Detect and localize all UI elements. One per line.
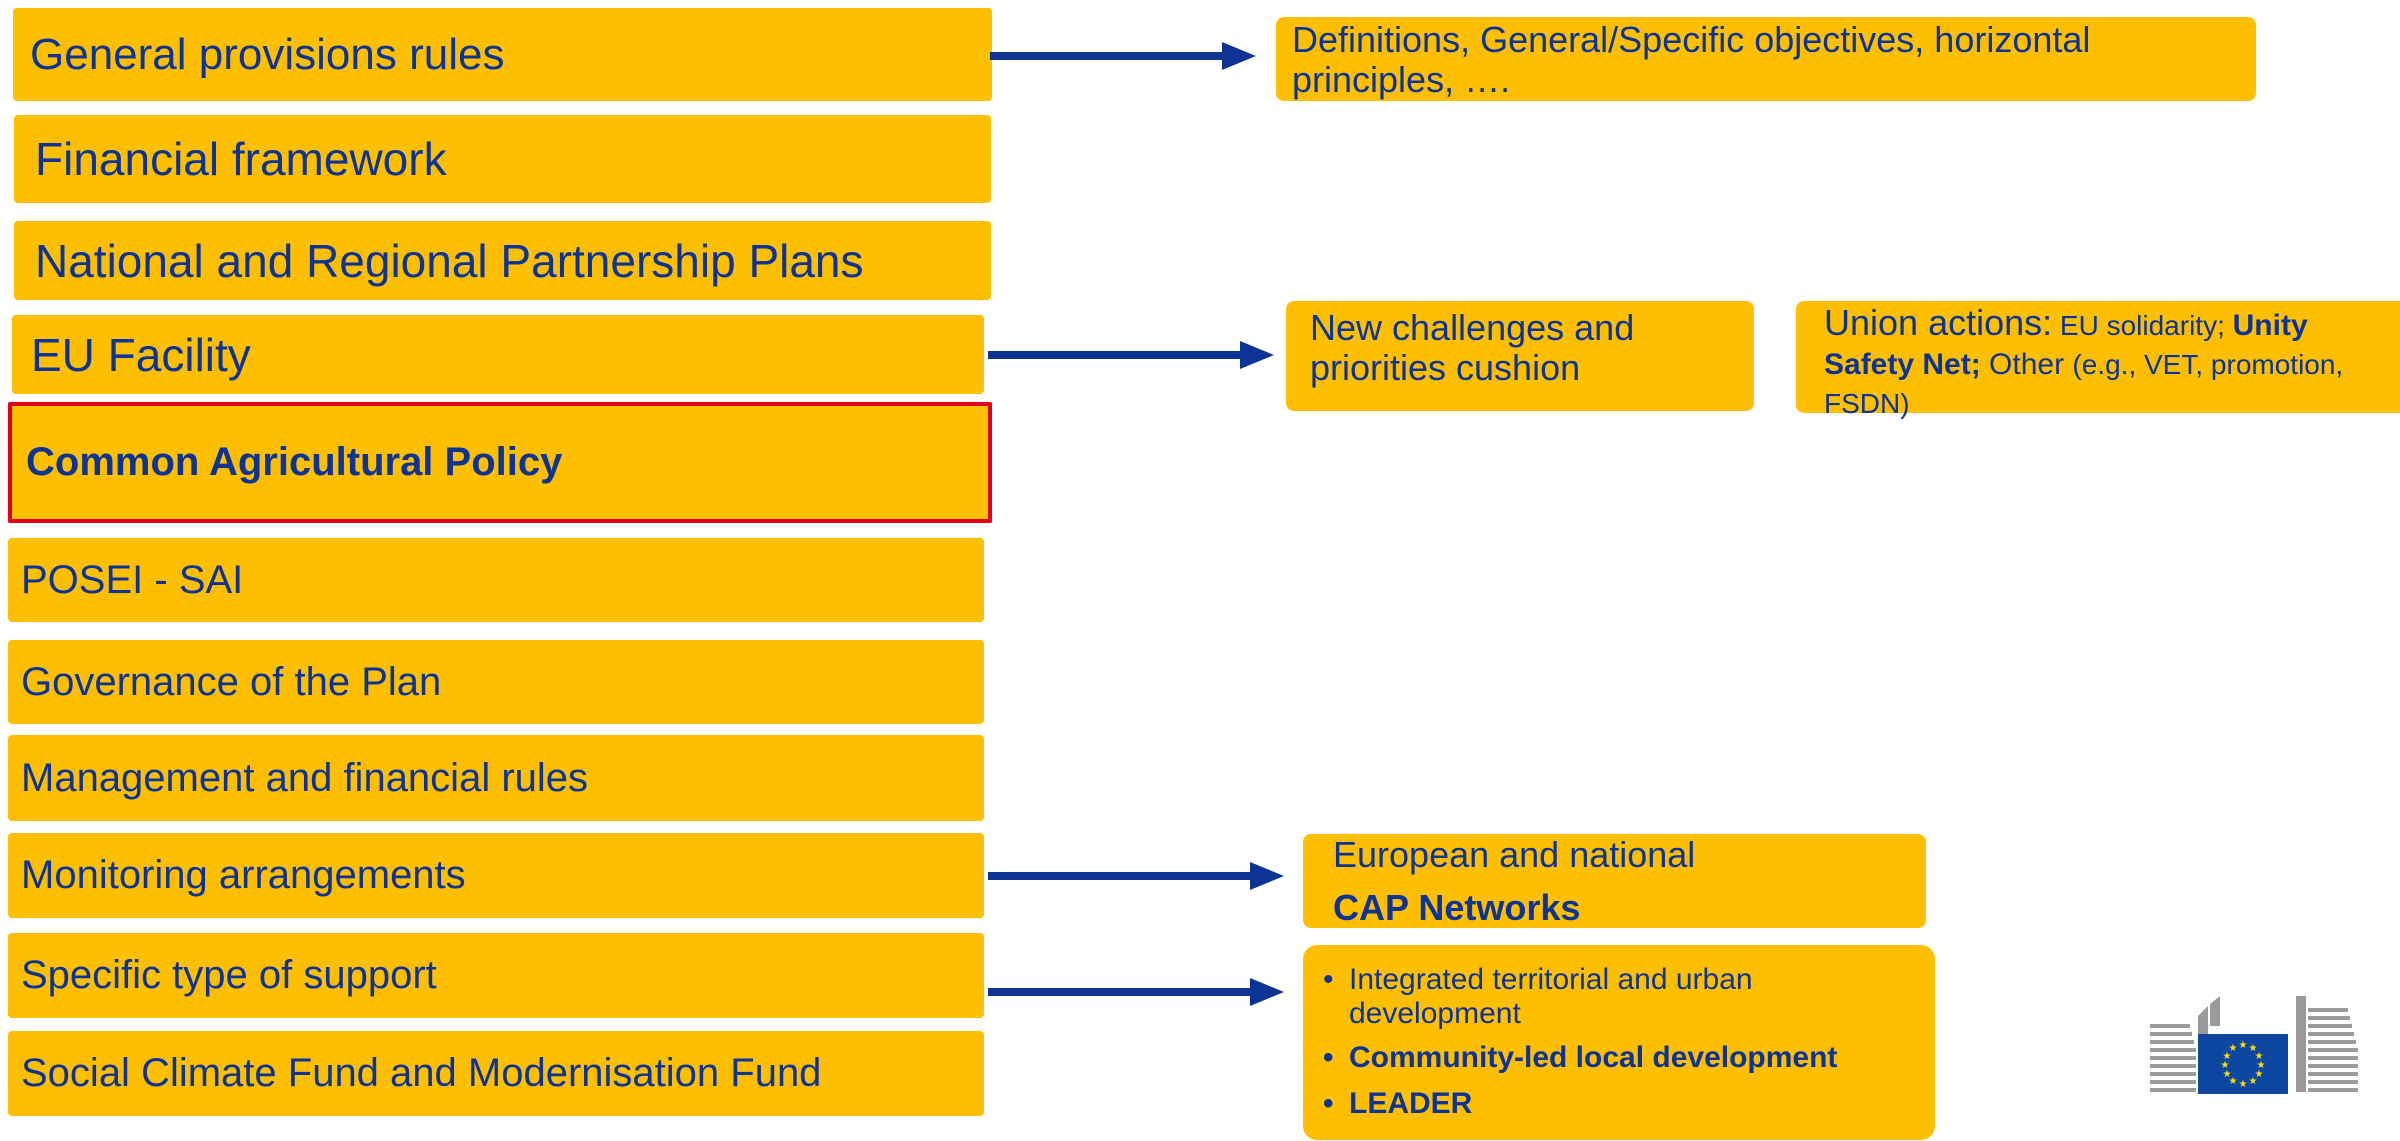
item-general-provisions-rules[interactable]: General provisions rules: [13, 8, 992, 101]
item-governance-of-the-plan[interactable]: Governance of the Plan: [8, 640, 984, 724]
item-label: Social Climate Fund and Modernisation Fu…: [21, 1051, 822, 1095]
item-label: EU Facility: [31, 328, 251, 381]
item-social-climate-fund[interactable]: Social Climate Fund and Modernisation Fu…: [8, 1031, 984, 1116]
support-bullet-list: Integrated territorial and urban develop…: [1313, 963, 1925, 1121]
union-actions-text-1: EU solidarity;: [2052, 310, 2233, 341]
item-national-regional-partnership-plans[interactable]: National and Regional Partnership Plans: [14, 221, 991, 300]
svg-text:★: ★: [2239, 1040, 2248, 1051]
svg-text:★: ★: [2229, 1076, 2238, 1087]
item-common-agricultural-policy[interactable]: Common Agricultural Policy: [8, 402, 992, 523]
cap-networks-box: European and national CAP Networks: [1303, 834, 1926, 928]
item-label: Governance of the Plan: [21, 659, 442, 704]
item-monitoring-arrangements[interactable]: Monitoring arrangements: [8, 833, 984, 918]
svg-text:★: ★: [2229, 1043, 2238, 1054]
general-provisions-detail-text: Definitions, General/Specific objectives…: [1292, 19, 2091, 100]
arrow-general-provisions: [990, 42, 1256, 70]
svg-text:★: ★: [2255, 1051, 2264, 1062]
item-label: Financial framework: [35, 133, 447, 185]
bullet-community-led: Community-led local development: [1313, 1041, 1925, 1075]
svg-text:★: ★: [2239, 1079, 2248, 1090]
item-financial-framework[interactable]: Financial framework: [14, 115, 991, 203]
svg-text:★: ★: [2249, 1043, 2258, 1054]
item-label: Monitoring arrangements: [21, 853, 466, 897]
svg-text:★: ★: [2223, 1069, 2232, 1080]
union-actions-heading: Union actions:: [1824, 302, 2053, 343]
european-commission-logo: ★ ★ ★ ★ ★ ★ ★ ★ ★ ★ ★ ★: [2150, 996, 2358, 1094]
svg-text:★: ★: [2221, 1060, 2230, 1071]
svg-text:★: ★: [2257, 1060, 2266, 1071]
arrow-eu-facility: [988, 341, 1274, 369]
bullet-leader: LEADER: [1313, 1087, 1925, 1121]
union-actions-text-2: Other: [1980, 348, 2073, 381]
svg-text:★: ★: [2223, 1051, 2232, 1062]
item-label: National and Regional Partnership Plans: [35, 234, 864, 287]
new-challenges-text: New challenges and priorities cushion: [1310, 307, 1635, 388]
cap-networks-line1: European and national: [1333, 834, 1696, 875]
item-specific-type-of-support[interactable]: Specific type of support: [8, 933, 984, 1018]
svg-text:★: ★: [2255, 1069, 2264, 1080]
union-actions-box: Union actions: EU solidarity; Unity Safe…: [1796, 301, 2400, 419]
general-provisions-detail: Definitions, General/Specific objectives…: [1276, 17, 2256, 101]
item-management-and-financial-rules[interactable]: Management and financial rules: [8, 735, 984, 821]
specific-support-box: Integrated territorial and urban develop…: [1303, 945, 1935, 1140]
item-label: POSEI - SAI: [21, 557, 244, 602]
item-label: Management and financial rules: [21, 755, 589, 800]
item-posei-sai[interactable]: POSEI - SAI: [8, 538, 984, 622]
new-challenges-box: New challenges and priorities cushion: [1286, 301, 1754, 411]
arrow-monitoring: [988, 862, 1284, 890]
arrow-specific-support: [988, 978, 1284, 1006]
union-actions-text-3: (e.g., VET, promotion, FSDN): [1824, 349, 2344, 419]
item-label: General provisions rules: [30, 29, 505, 79]
item-label: Specific type of support: [21, 953, 437, 997]
cap-networks-line2: CAP Networks: [1333, 887, 1581, 928]
item-eu-facility[interactable]: EU Facility: [12, 315, 984, 394]
item-label: Common Agricultural Policy: [26, 440, 563, 484]
bullet-integrated-territorial: Integrated territorial and urban develop…: [1313, 963, 1925, 1031]
svg-text:★: ★: [2249, 1076, 2258, 1087]
union-actions-bold: Unity Safety Net;: [1824, 309, 2308, 381]
